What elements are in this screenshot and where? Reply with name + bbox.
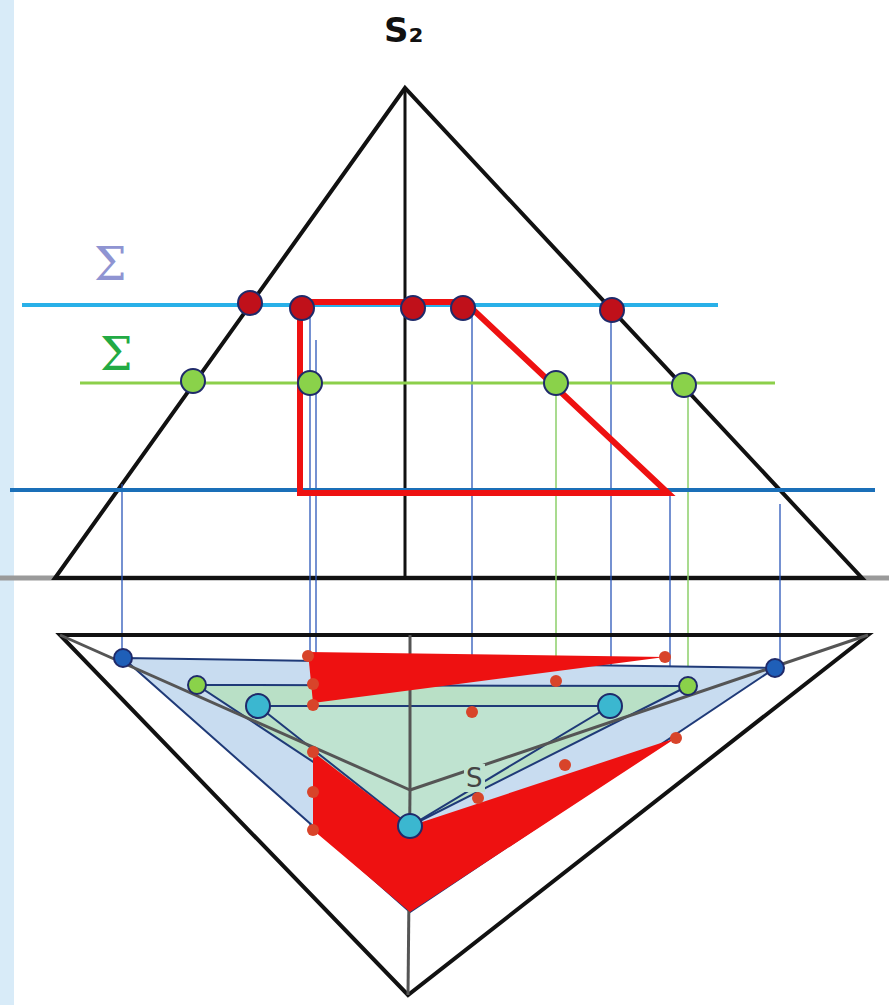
section-top [197, 685, 688, 826]
section-top [123, 658, 775, 912]
cut-top [313, 738, 676, 912]
pyramid-front [55, 88, 862, 578]
pyramid-edges [60, 635, 868, 995]
cut-points [302, 650, 682, 836]
apex-label: S [464, 764, 485, 792]
pyramid-top [60, 635, 868, 995]
cut-outline [300, 302, 668, 493]
section-vertices [114, 649, 784, 838]
apex-label: S₂ [382, 12, 425, 48]
sheet [14, 0, 889, 1005]
plane-label: Σ [98, 330, 135, 378]
intersection-points [238, 291, 624, 322]
intersection-points [181, 369, 696, 397]
plane-label: Σ [92, 240, 129, 288]
pyramid-edge [404, 88, 407, 578]
